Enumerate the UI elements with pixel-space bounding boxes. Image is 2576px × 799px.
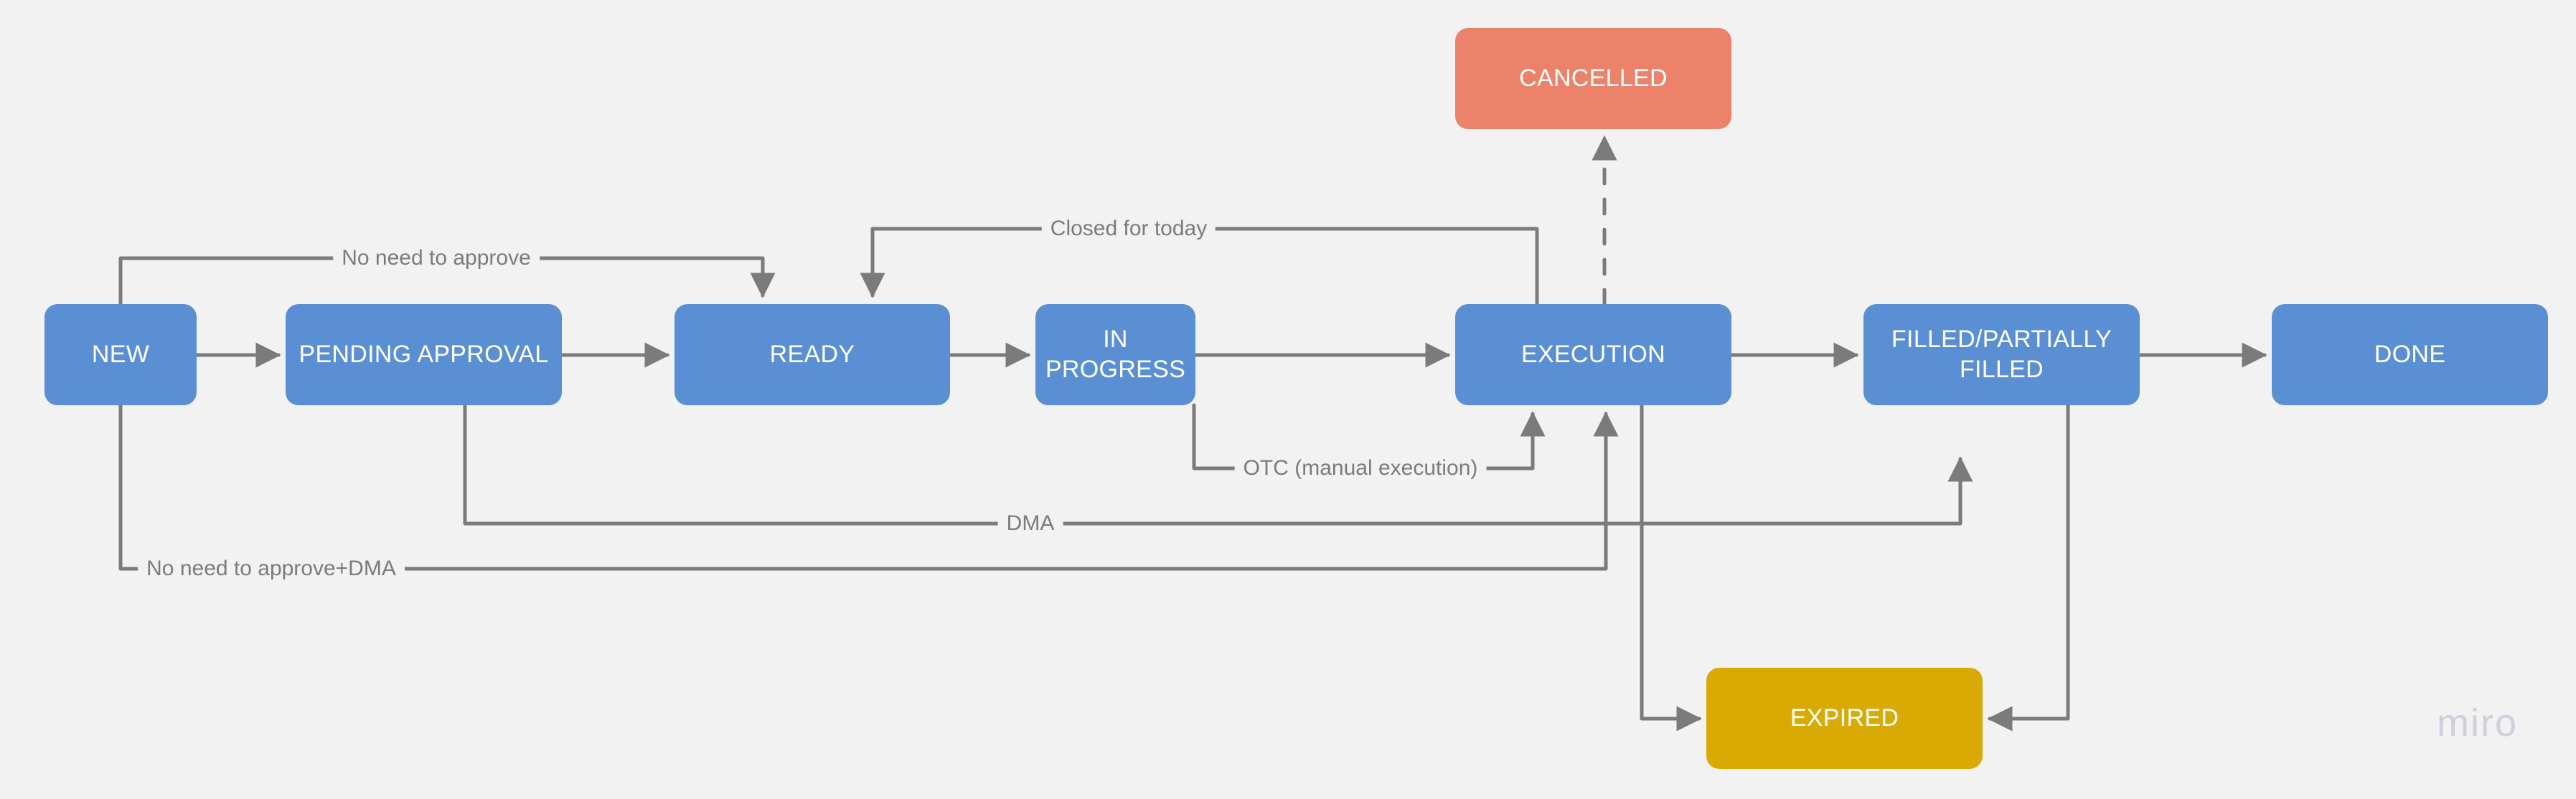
state-node-label: EXECUTION xyxy=(1520,340,1666,368)
state-node-label: DONE xyxy=(2374,340,2446,368)
connector-pending-to-filled-dma xyxy=(463,403,1973,526)
edge-label-no-need-to-approve-dma: No need to approve+DMA xyxy=(138,557,405,581)
miro-watermark: miro xyxy=(2437,701,2518,744)
edge-label-otc-manual-execution: OTC (manual execution) xyxy=(1234,456,1487,481)
edge-label-closed-for-today: Closed for today xyxy=(1041,217,1216,241)
state-node-label: EXPIRED xyxy=(1790,704,1899,732)
state-node-expired[interactable]: EXPIRED xyxy=(1706,668,1983,769)
connector-execution-to-expired xyxy=(1640,403,1702,732)
state-node-label: READY xyxy=(769,340,855,368)
connector-new-to-execution-dma xyxy=(118,403,1619,571)
state-node-pending-approval[interactable]: PENDING APPROVAL xyxy=(286,304,562,405)
state-node-cancelled[interactable]: CANCELLED xyxy=(1455,28,1731,129)
edge-label-dma: DMA xyxy=(997,511,1063,536)
state-node-label: NEW xyxy=(91,340,150,368)
state-node-ready[interactable]: READY xyxy=(674,304,950,405)
state-node-label: PENDING APPROVAL xyxy=(299,340,549,368)
edge-label-no-need-to-approve: No need to approve xyxy=(333,246,540,270)
state-node-label: CANCELLED xyxy=(1519,64,1668,92)
state-node-in-progress[interactable]: IN PROGRESS xyxy=(1035,304,1195,405)
connector-filled-to-expired xyxy=(1987,403,2070,732)
state-node-filled-partially-filled[interactable]: FILLED/PARTIALLY FILLED xyxy=(1863,304,2140,405)
state-node-execution[interactable]: EXECUTION xyxy=(1455,304,1731,405)
state-node-done[interactable]: DONE xyxy=(2272,304,2548,405)
state-node-new[interactable]: NEW xyxy=(44,304,197,405)
state-node-label: IN PROGRESS xyxy=(1045,326,1186,383)
state-node-label: FILLED/PARTIALLY FILLED xyxy=(1891,326,2112,383)
